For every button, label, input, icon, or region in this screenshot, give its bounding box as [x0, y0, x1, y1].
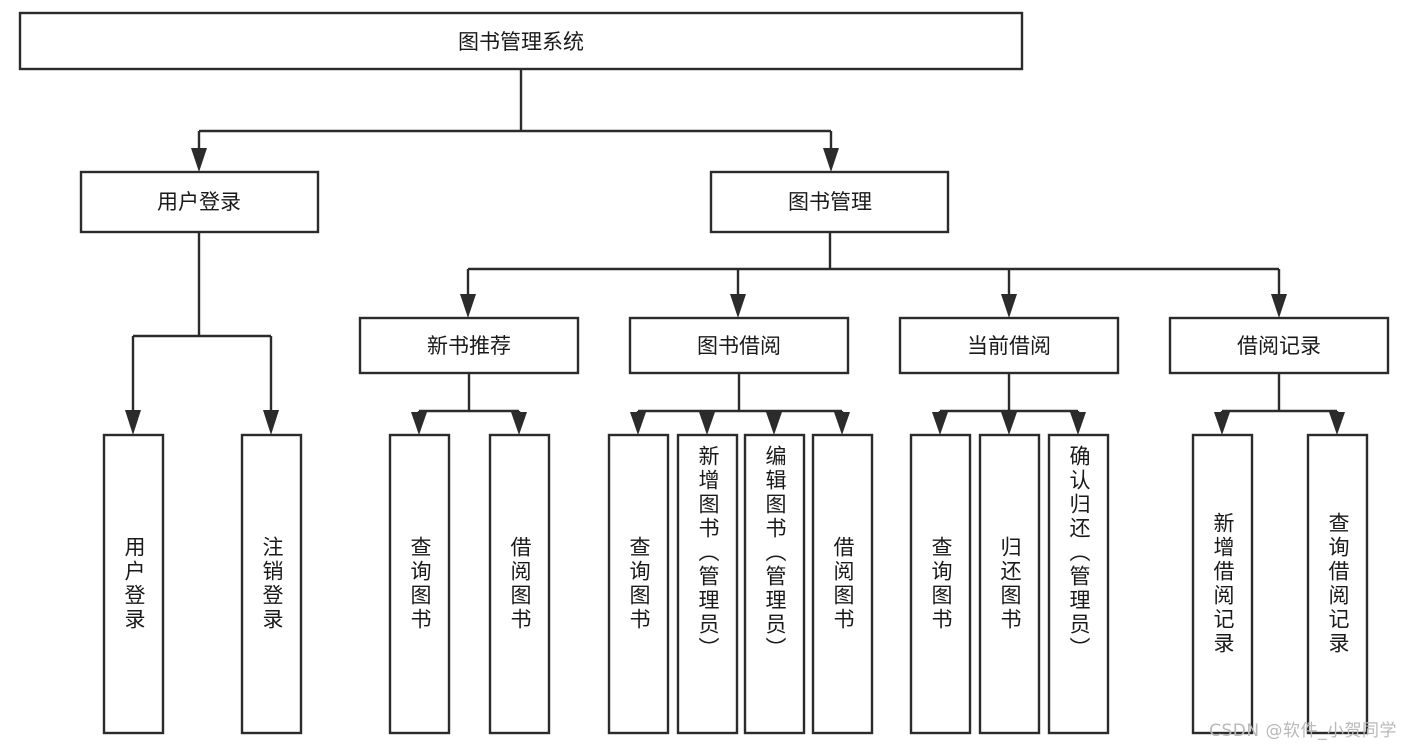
node-book-borrow[interactable]: 图书借阅: [628, 316, 850, 375]
node-root[interactable]: 图书管理系统: [18, 11, 1024, 71]
arrow-to-book-borrow: [730, 294, 746, 318]
leaf-box-add-borrow-record[interactable]: [1191, 433, 1254, 735]
connector-borrow-record-to-leaves: [1214, 373, 1345, 435]
leaf-box-query-borrow-record[interactable]: [1306, 433, 1369, 735]
connector-user-login-to-leaves: [125, 232, 279, 435]
book-management-label: 图书管理: [788, 190, 872, 214]
connector-current-borrow-to-leaves: [932, 373, 1086, 435]
leaf-box-confirm-return[interactable]: [1047, 433, 1110, 735]
arrow-to-new-book-recommend: [460, 294, 476, 318]
arrow-to-leaf-confirm-return: [1070, 412, 1086, 435]
leaf-box-add-book[interactable]: [676, 433, 739, 735]
leaf-box-logout[interactable]: [240, 433, 303, 735]
current-borrow-label: 当前借阅: [967, 334, 1051, 358]
node-borrow-record[interactable]: 借阅记录: [1168, 316, 1390, 375]
arrow-to-leaf-borrow-book-1: [511, 412, 527, 435]
connector-root-to-level1: [191, 69, 839, 172]
node-new-book-recommend[interactable]: 新书推荐: [358, 316, 580, 375]
node-current-borrow[interactable]: 当前借阅: [898, 316, 1120, 375]
arrow-to-user-login: [191, 148, 207, 172]
new-book-recommend-box: [358, 316, 580, 375]
arrow-to-leaf-borrow-book-2: [834, 412, 850, 435]
root-box: [18, 11, 1024, 71]
arrow-to-leaf-user-login: [125, 410, 141, 435]
user-login-box: [79, 170, 320, 234]
borrow-record-label: 借阅记录: [1237, 334, 1321, 358]
arrow-to-book-management: [823, 148, 839, 172]
arrow-to-leaf-add-borrow-record: [1214, 412, 1230, 435]
arrow-to-leaf-query-book-3: [932, 412, 948, 435]
leaf-box-query-book-2[interactable]: [607, 433, 670, 735]
leaf-box-query-book-3[interactable]: [909, 433, 972, 735]
csdn-watermark: CSDN @软件_小贺同学: [1209, 721, 1397, 741]
leaf-box-borrow-book-2[interactable]: [811, 433, 874, 735]
new-book-recommend-label: 新书推荐: [427, 334, 511, 358]
leaf-box-borrow-book-1[interactable]: [488, 433, 551, 735]
connector-book-borrow-to-leaves: [630, 373, 850, 435]
arrow-to-current-borrow: [1001, 294, 1017, 318]
connector-book-management-to-level2: [460, 232, 1287, 318]
arrow-to-leaf-logout: [263, 410, 279, 435]
arrow-to-leaf-query-book-2: [630, 412, 646, 435]
book-borrow-label: 图书借阅: [697, 334, 781, 358]
root-label: 图书管理系统: [458, 30, 584, 54]
node-book-management[interactable]: 图书管理: [709, 170, 950, 234]
leaf-box-query-book-1[interactable]: [388, 433, 451, 735]
node-user-login[interactable]: 用户登录: [79, 170, 320, 234]
current-borrow-box: [898, 316, 1120, 375]
arrow-to-borrow-record: [1271, 294, 1287, 318]
arrow-to-leaf-query-borrow-record: [1329, 412, 1345, 435]
user-login-label: 用户登录: [157, 190, 241, 214]
leaf-box-edit-book[interactable]: [743, 433, 806, 735]
leaf-box-user-login[interactable]: [102, 433, 165, 735]
arrow-to-leaf-query-book-1: [411, 412, 427, 435]
leaf-box-return-book[interactable]: [978, 433, 1041, 735]
connector-new-book-recommend-to-leaves: [411, 373, 527, 435]
arrow-to-leaf-add-book: [699, 412, 715, 435]
arrow-to-leaf-edit-book: [766, 412, 782, 435]
arrow-to-leaf-return-book: [1001, 412, 1017, 435]
